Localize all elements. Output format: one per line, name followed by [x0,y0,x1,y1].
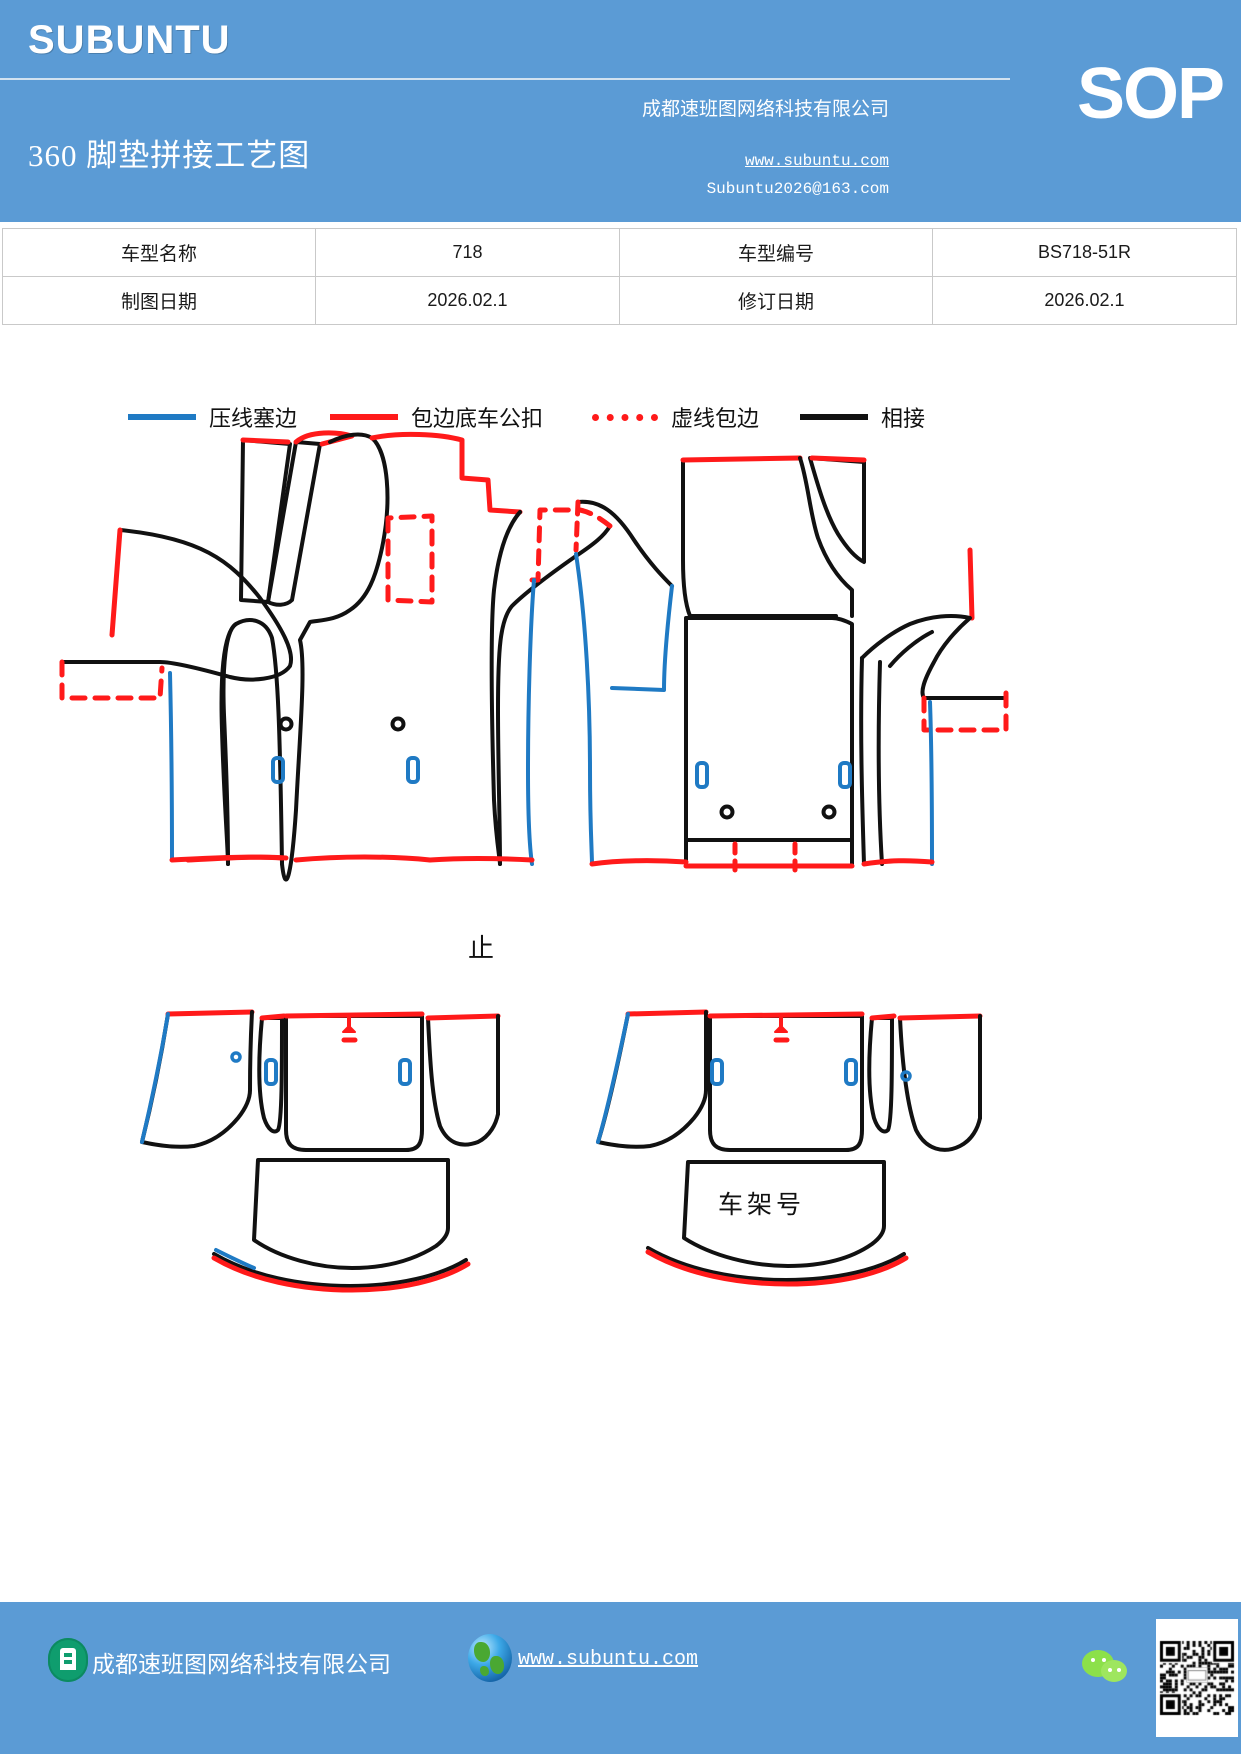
front-right-mat [573,455,1009,875]
blue-slot [695,761,709,789]
eyelet-hole [719,804,735,820]
legend-label: 虚线包边 [671,406,760,431]
footer-website-link[interactable]: www.subuntu.com [518,1648,699,1671]
model-code-label: 车型编号 [618,228,933,277]
eyelet-hole [821,804,837,820]
header-divider [0,78,1010,80]
stop-annotation: 止 [468,934,495,963]
rear-left-mat [140,1009,501,1293]
blue-slot [710,1058,724,1086]
table-row: 制图日期 2026.02.1 修订日期 2026.02.1 [2,276,1238,325]
blue-dot [900,1070,912,1082]
blue-slot [398,1058,412,1086]
page-footer [0,1602,1241,1754]
vehicle-info-table: 车型名称 718 车型编号 BS718-51R 制图日期 2026.02.1 修… [2,228,1238,325]
rear-right-mat [596,1009,983,1287]
legend-item-binding-buckle: 包边底车公扣 [330,396,543,438]
model-name-label: 车型名称 [2,228,316,277]
vin-annotation: 车架号 [718,1192,806,1219]
qr-code[interactable] [1156,1619,1238,1737]
legend-label: 相接 [881,406,926,431]
header-email[interactable]: Subuntu2026@163.com [706,180,889,198]
draw-date-label: 制图日期 [2,276,316,325]
page-title: 360 脚垫拼接工艺图 [28,138,311,173]
header-company-name: 成都速班图网络科技有限公司 [641,99,889,120]
legend-swatch-red [330,414,398,420]
wechat-icon [1082,1650,1134,1686]
front-left-mat [59,430,613,882]
legend-item-dashed-binding: 虚线包边 [592,396,759,438]
page-header: SUBUNTU 成都速班图网络科技有限公司 360 脚垫拼接工艺图 SOP ww… [0,0,1241,222]
legend-swatch-blue [128,414,196,420]
revision-date-value: 2026.02.1 [931,276,1238,325]
blue-slot [271,756,285,784]
globe-icon [468,1634,512,1682]
blue-slot [838,761,852,789]
legend-item-joint: 相接 [800,396,925,438]
table-row: 车型名称 718 车型编号 BS718-51R [2,228,1238,277]
legend-label: 包边底车公扣 [411,406,544,431]
blue-slot [264,1058,278,1086]
model-name-value: 718 [314,228,620,277]
eyelet-hole [278,716,294,732]
building-icon [48,1638,88,1682]
footer-company-name: 成都速班图网络科技有限公司 [92,1652,391,1677]
model-code-value: BS718-51R [931,228,1238,277]
legend-label: 压线塞边 [209,406,298,431]
pattern-svg [59,430,1009,1293]
blue-slot [406,756,420,784]
draw-date-value: 2026.02.1 [314,276,620,325]
brand-logo: SUBUNTU [28,18,231,62]
legend-swatch-red-dotted [592,413,658,421]
legend-swatch-black [800,414,868,420]
mat-pattern-drawing: 车架号 止 [0,430,1241,1440]
legend-item-press-edge: 压线塞边 [128,396,297,438]
revision-date-label: 修订日期 [618,276,933,325]
eyelet-hole [390,716,406,732]
blue-slot [844,1058,858,1086]
blue-dot [230,1051,242,1063]
sop-badge: SOP [1076,54,1225,134]
legend: 压线塞边 包边底车公扣 虚线包边 相接 [0,396,1241,438]
header-website-link[interactable]: www.subuntu.com [744,152,889,170]
